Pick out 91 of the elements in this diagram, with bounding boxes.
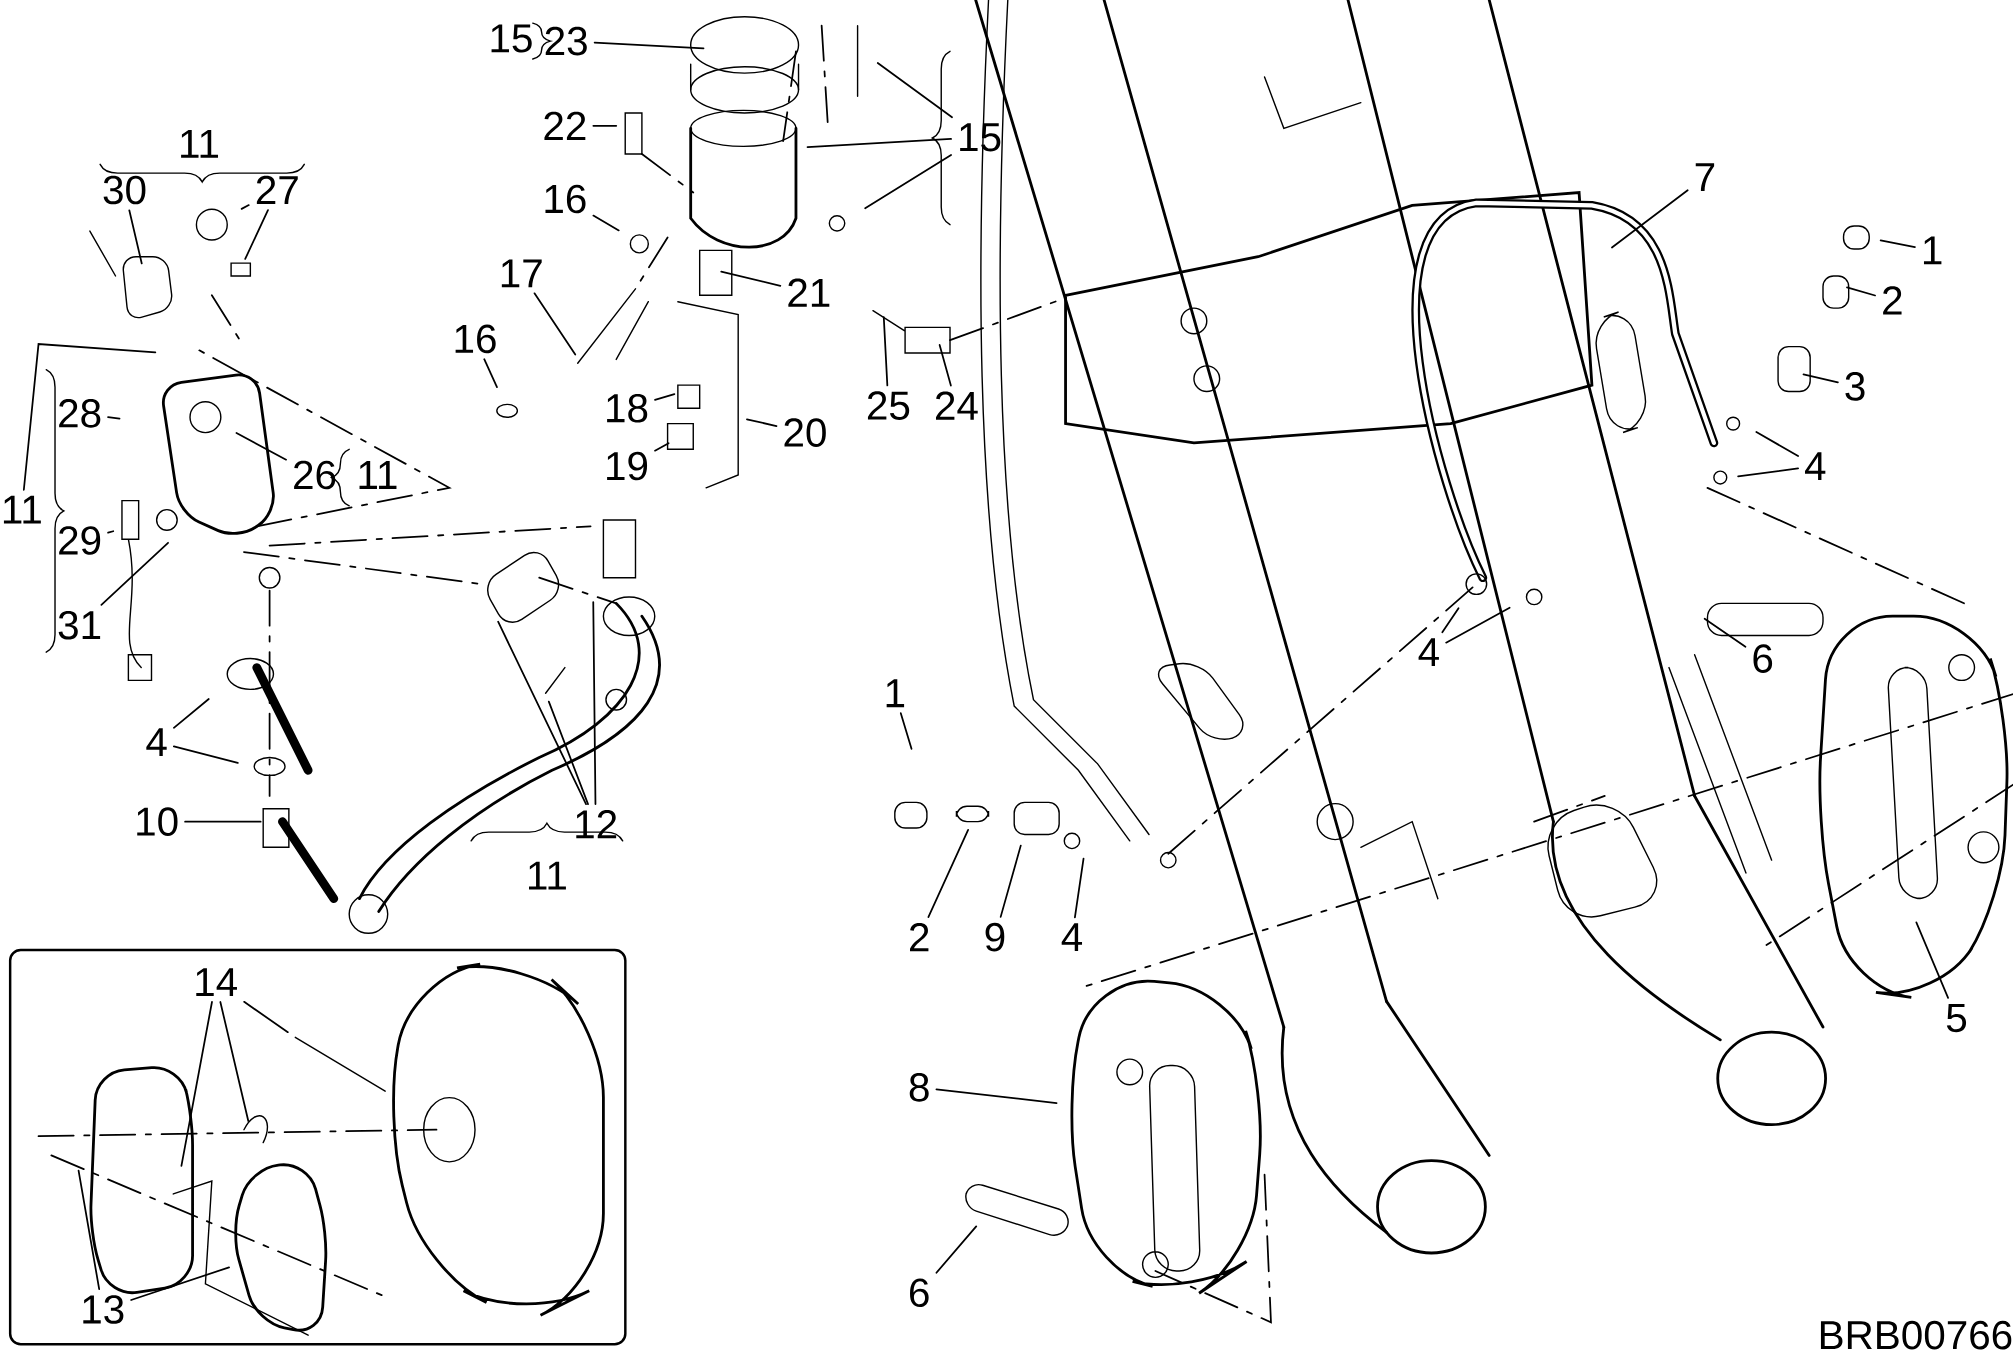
leader-line xyxy=(22,343,157,491)
leader-line xyxy=(999,845,1022,918)
callout-number: 2 xyxy=(910,923,929,952)
callout-number: 1 xyxy=(1923,236,1942,265)
callout-number: 20 xyxy=(784,418,826,448)
callout-number: 13 xyxy=(83,1295,124,1324)
callout-number: 1 xyxy=(886,679,905,708)
leader-line xyxy=(497,621,587,806)
leader-line xyxy=(1755,431,1799,458)
leader-line xyxy=(876,62,953,119)
callout-number: 11 xyxy=(181,130,218,158)
leader-line xyxy=(899,712,913,750)
callout-number: 29 xyxy=(59,526,101,555)
leader-line xyxy=(483,358,498,389)
leader-line xyxy=(180,1001,213,1167)
leader-line xyxy=(592,125,618,127)
callout-number: 3 xyxy=(1845,372,1865,401)
leader-line xyxy=(938,344,952,387)
callout-number: 30 xyxy=(103,175,146,205)
leader-line xyxy=(77,1170,101,1291)
leader-line xyxy=(1703,618,1747,648)
callout-number: 9 xyxy=(985,923,1005,952)
callout-number: 4 xyxy=(1418,638,1439,667)
leader-line xyxy=(172,745,239,765)
leader-line xyxy=(184,821,262,823)
callout-number: 10 xyxy=(137,807,178,837)
callout-number: 19 xyxy=(607,451,648,481)
leader-line xyxy=(592,214,620,232)
leader-line xyxy=(1611,189,1689,249)
leader-line xyxy=(593,41,705,50)
callout-number: 27 xyxy=(256,176,298,205)
leader-line xyxy=(1846,286,1876,297)
callout-number: 8 xyxy=(909,1073,929,1102)
callout-number: 31 xyxy=(58,611,101,640)
leader-line xyxy=(746,418,778,428)
leader-line xyxy=(806,138,952,149)
leader-line xyxy=(1737,467,1799,478)
callout-number: 4 xyxy=(1061,923,1082,952)
leader-line xyxy=(1441,607,1460,634)
drawing-number: BRB00766 xyxy=(1820,1321,2012,1350)
leader-line xyxy=(1802,373,1839,384)
leader-line xyxy=(235,432,287,461)
leader-line xyxy=(240,204,250,210)
callout-number: 28 xyxy=(59,399,101,428)
leader-line xyxy=(100,542,169,606)
callout-number: 11 xyxy=(529,861,566,890)
leader-line xyxy=(1074,858,1085,919)
callout-number: 24 xyxy=(936,391,978,420)
callout-number: 7 xyxy=(1695,163,1715,192)
callout-number: 11 xyxy=(359,461,397,490)
leader-line xyxy=(882,316,889,387)
callout-number: 6 xyxy=(910,1278,929,1308)
callout-number: 25 xyxy=(867,391,910,421)
leader-line xyxy=(244,209,269,261)
leader-line xyxy=(533,292,577,356)
leader-line xyxy=(1915,921,1949,1000)
leader-line xyxy=(654,393,676,401)
leader-line xyxy=(1445,607,1511,644)
inset-frame xyxy=(8,948,627,1346)
callout-number: 22 xyxy=(544,111,586,141)
leader-line xyxy=(592,601,597,806)
callout-number: 6 xyxy=(1753,644,1773,674)
callout-number: 5 xyxy=(1946,1004,1967,1033)
leader-line xyxy=(128,209,143,265)
callout-number: 16 xyxy=(455,324,496,354)
leader-line xyxy=(935,1088,1058,1105)
leader-line xyxy=(927,829,969,919)
leader-line xyxy=(107,530,115,534)
leader-line xyxy=(935,1225,978,1274)
callout-number: 11 xyxy=(3,496,41,524)
callout-number: 4 xyxy=(1805,452,1826,481)
callout-number: 21 xyxy=(788,278,830,308)
callout-number: 17 xyxy=(501,259,542,288)
leader-line xyxy=(864,154,952,210)
leader-line xyxy=(172,698,210,729)
callout-number: 26 xyxy=(294,460,336,490)
leader-line xyxy=(654,442,670,452)
leader-line xyxy=(720,271,782,287)
leader-line xyxy=(107,416,121,420)
callout-number: 18 xyxy=(607,394,648,423)
callout-number: 14 xyxy=(196,968,237,997)
callout-number: 4 xyxy=(146,728,167,757)
callout-number: 2 xyxy=(1883,286,1902,315)
leader-line xyxy=(547,700,589,806)
leader-line xyxy=(219,1001,250,1123)
leader-line xyxy=(1879,239,1916,249)
leader-line xyxy=(130,1266,230,1302)
callout-number: 23 xyxy=(545,27,587,56)
callout-number: 16 xyxy=(545,184,586,214)
callout-number: 15 xyxy=(491,24,532,53)
leader-line xyxy=(243,1001,289,1034)
